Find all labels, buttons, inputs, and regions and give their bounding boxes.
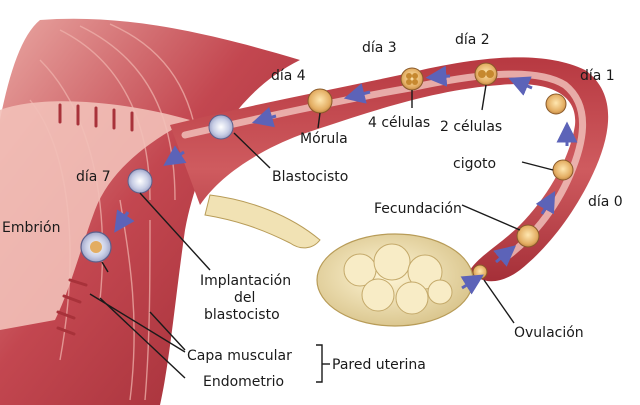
four-cells-a (406, 73, 412, 79)
label-dia7: día 7 (76, 169, 111, 185)
ovulation-cell (472, 264, 488, 280)
four-cells-b (412, 73, 418, 79)
label-capa-muscular: Capa muscular (187, 348, 292, 364)
four-cells (400, 67, 424, 91)
leader-lines (89, 84, 554, 383)
label-implantacion-2: del (234, 290, 255, 306)
label-dia2: día 2 (455, 32, 490, 48)
four-cells-c (406, 79, 412, 85)
cells (80, 62, 574, 280)
label-2-celulas: 2 células (440, 119, 502, 135)
fecundation-cell (516, 224, 540, 248)
label-dia3: día 3 (362, 40, 397, 56)
label-embrion: Embrión (2, 220, 60, 236)
morula-cell (307, 88, 333, 114)
day1-cell (545, 93, 567, 115)
two-cells-a (478, 70, 486, 78)
label-dia4: día 4 (271, 68, 306, 84)
label-cigoto: cigoto (453, 156, 496, 172)
blastocyst-cell (208, 114, 234, 140)
ovary (316, 233, 474, 327)
label-morula: Mórula (300, 131, 348, 147)
four-cells-d (412, 79, 418, 85)
day7-cell (127, 168, 153, 194)
endometrium-villi (56, 103, 134, 336)
label-dia0: día 0 (588, 194, 623, 210)
label-dia1: día 1 (580, 68, 615, 84)
two-cells-b (486, 70, 494, 78)
direction-arrows (114, 65, 578, 295)
label-4-celulas: 4 células (368, 115, 430, 131)
label-implantacion-3: blastocisto (204, 307, 280, 323)
zygote-cell (552, 159, 574, 181)
label-ovulacion: Ovulación (514, 325, 584, 341)
uterine-cavity (0, 101, 190, 330)
embryo-core (90, 241, 102, 253)
label-blastocisto: Blastocisto (272, 169, 348, 185)
label-endometrio: Endometrio (203, 374, 284, 390)
label-fecundacion: Fecundación (374, 201, 462, 217)
ovarian-ligament (204, 194, 321, 249)
label-pared-uterina: Pared uterina (332, 357, 426, 373)
label-implantacion-1: Implantación (200, 273, 291, 289)
